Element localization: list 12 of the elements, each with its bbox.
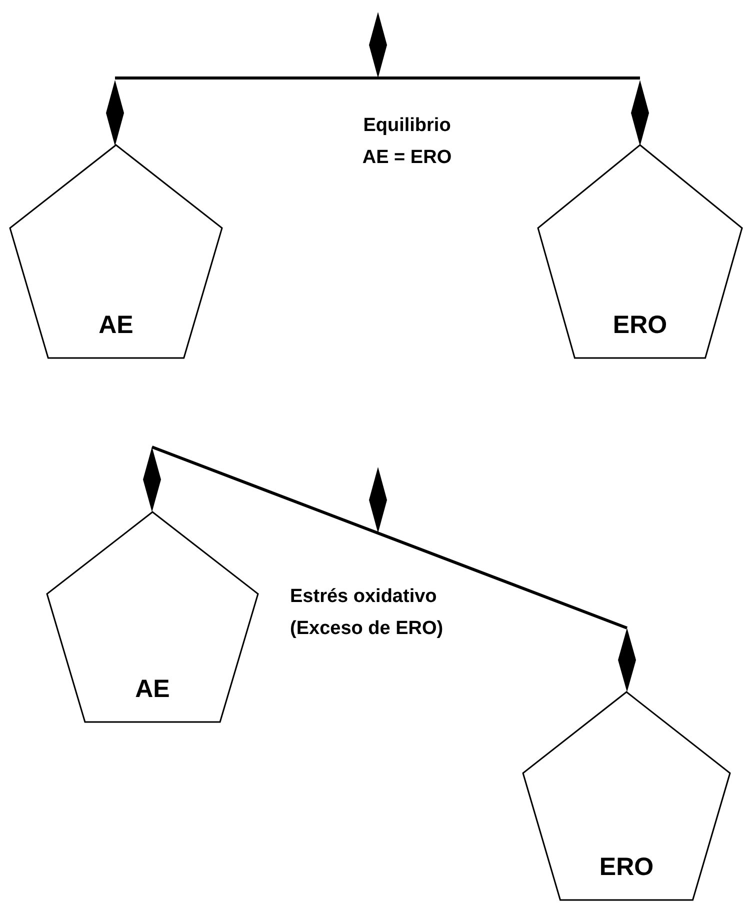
pentagon-weight xyxy=(538,145,742,358)
state-label: Equilibrio xyxy=(363,115,451,137)
weight-label: ERO xyxy=(612,311,668,340)
weight-label: ERO xyxy=(598,853,655,882)
weight-label: AE xyxy=(98,311,134,340)
pentagon-weight xyxy=(10,145,222,358)
state-label: AE = ERO xyxy=(362,147,452,169)
weight-label: AE xyxy=(134,675,171,704)
pentagon-weight xyxy=(523,692,730,900)
state-label: Estrés oxidativo xyxy=(290,586,437,608)
pentagon-weight xyxy=(47,512,258,722)
state-label: (Exceso de ERO) xyxy=(290,618,444,640)
